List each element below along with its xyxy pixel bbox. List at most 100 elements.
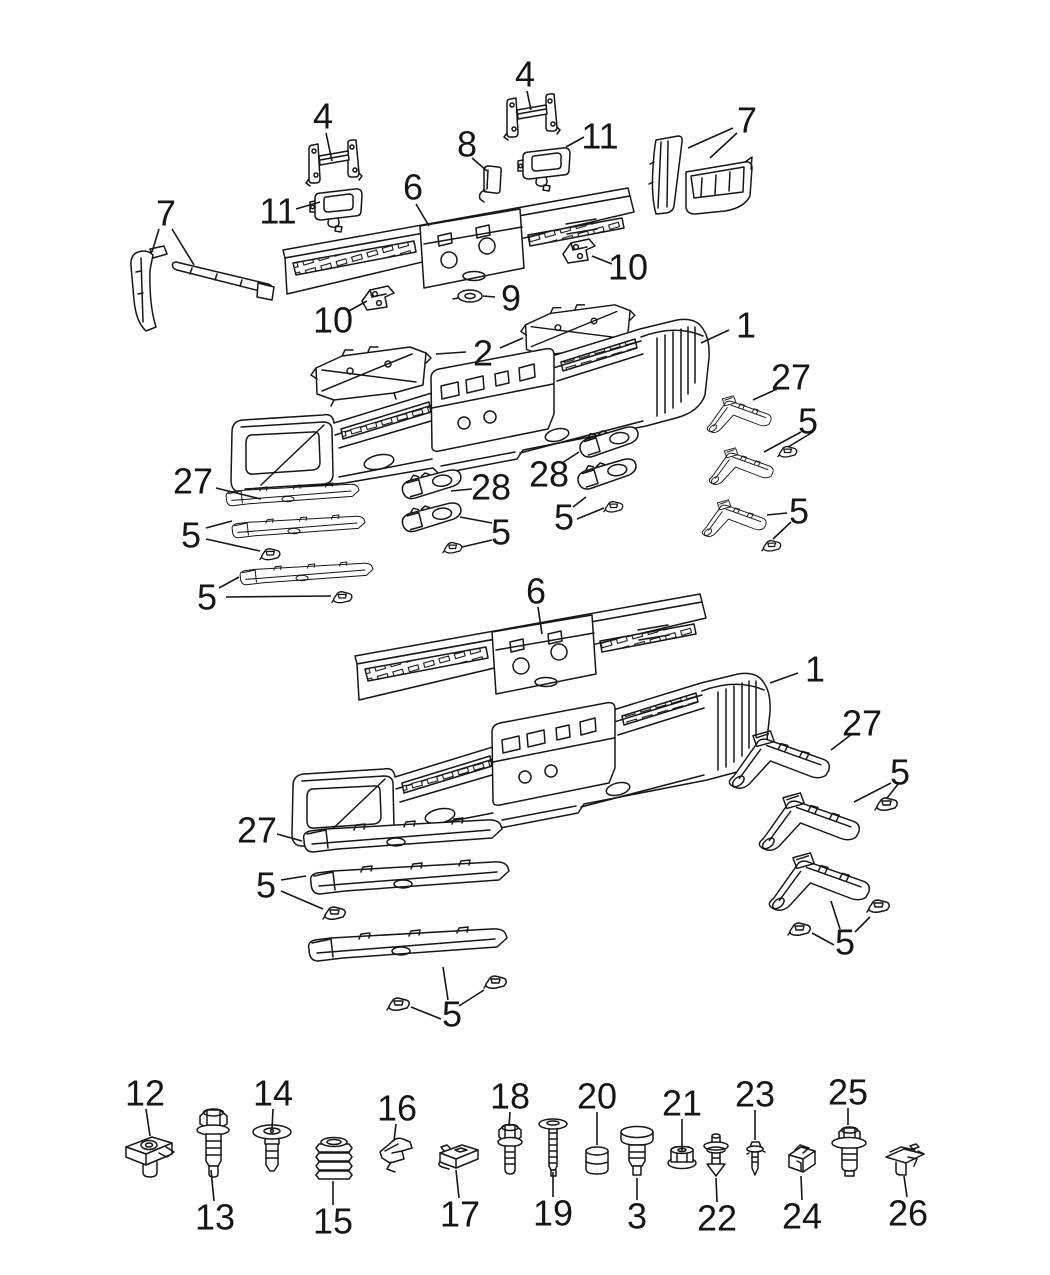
clip-5 xyxy=(442,541,463,554)
callout-label-6: 6 xyxy=(403,167,423,208)
callout-label-17: 17 xyxy=(440,1194,480,1235)
clip-5 xyxy=(483,975,507,989)
callout-leader-2 xyxy=(499,337,524,349)
rivet-14 xyxy=(252,1124,292,1172)
callout-leader-5 xyxy=(205,520,233,529)
callout-label-28: 28 xyxy=(471,467,511,508)
bezel-28-right-2 xyxy=(575,457,639,491)
molding-27-upper-right-2 xyxy=(708,447,774,486)
clip-5 xyxy=(386,997,410,1011)
callout-leader-1 xyxy=(700,329,730,344)
callout-leader-5 xyxy=(766,512,788,516)
bracket-4-left xyxy=(305,139,363,187)
callout-label-5: 5 xyxy=(197,577,217,618)
callout-leader-5 xyxy=(280,890,324,910)
callout-label-12: 12 xyxy=(125,1073,165,1114)
bolt-13 xyxy=(196,1108,230,1178)
callout-label-22: 22 xyxy=(697,1198,737,1239)
callout-leader-14 xyxy=(271,1108,274,1130)
bolt-18 xyxy=(497,1123,523,1175)
grommet-9 xyxy=(452,289,483,303)
callout-leader-27 xyxy=(215,487,262,500)
callout-leader-7 xyxy=(171,228,195,266)
clip-5 xyxy=(787,922,811,936)
callout-label-5: 5 xyxy=(256,865,276,906)
callout-label-5: 5 xyxy=(789,491,809,532)
callout-leader-5 xyxy=(811,932,835,946)
callout-label-16: 16 xyxy=(377,1088,417,1129)
callout-label-28: 28 xyxy=(529,454,569,495)
clip-5 xyxy=(866,899,890,913)
molding-27-lower-left-2 xyxy=(309,859,510,895)
callout-label-2: 2 xyxy=(473,333,493,374)
callout-label-21: 21 xyxy=(662,1083,702,1124)
callout-leader-18 xyxy=(508,1111,511,1127)
bracket-4-right xyxy=(503,93,561,141)
callout-label-25: 25 xyxy=(828,1072,868,1113)
callout-leader-5 xyxy=(442,966,449,1001)
grommet-15 xyxy=(315,1136,353,1180)
callout-leader-7 xyxy=(709,132,738,159)
callout-label-11: 11 xyxy=(259,191,296,232)
callout-label-18: 18 xyxy=(490,1076,530,1117)
callout-label-3: 3 xyxy=(627,1196,647,1237)
callout-leader-5 xyxy=(572,496,587,508)
callout-leader-5 xyxy=(830,900,841,930)
callout-leader-6 xyxy=(415,203,430,227)
molding-27-lower-left-3 xyxy=(307,926,508,962)
bezel-28-left-1 xyxy=(400,468,464,501)
callout-label-5: 5 xyxy=(491,512,511,553)
clip-5 xyxy=(322,906,346,920)
callout-leader-5 xyxy=(280,875,307,881)
callout-label-5: 5 xyxy=(798,401,818,442)
callout-leader-9 xyxy=(482,295,496,298)
callout-label-19: 19 xyxy=(533,1193,573,1234)
callout-leader-5 xyxy=(854,916,871,933)
callout-leader-22 xyxy=(715,1177,718,1203)
push-pin-22 xyxy=(703,1133,729,1177)
callout-label-27: 27 xyxy=(173,461,213,502)
callout-leader-8 xyxy=(471,157,488,172)
closeout-7-right xyxy=(648,135,753,215)
callout-label-5: 5 xyxy=(835,922,855,963)
clip-5 xyxy=(331,591,353,604)
callout-label-23: 23 xyxy=(735,1074,775,1115)
closeout-7-left xyxy=(130,245,275,332)
callout-label-14: 14 xyxy=(253,1073,293,1114)
clip-5 xyxy=(259,548,281,561)
callout-label-10: 10 xyxy=(608,247,648,288)
callout-label-27: 27 xyxy=(237,810,277,851)
callout-leader-12 xyxy=(145,1108,151,1137)
callout-label-7: 7 xyxy=(156,193,176,234)
callout-leader-13 xyxy=(210,1169,215,1202)
screw-23 xyxy=(746,1141,766,1176)
callout-label-5: 5 xyxy=(442,994,462,1035)
callout-leader-26 xyxy=(903,1175,908,1198)
nut-12 xyxy=(125,1136,175,1178)
callout-label-13: 13 xyxy=(195,1197,235,1238)
stud-19 xyxy=(538,1118,568,1177)
bolt-3 xyxy=(620,1125,654,1176)
callout-leader-5 xyxy=(205,538,261,552)
callout-leader-5 xyxy=(410,1006,442,1020)
callout-leader-4 xyxy=(325,132,333,162)
callout-leader-11 xyxy=(565,136,585,148)
callout-leader-1 xyxy=(769,672,799,684)
callout-leader-5 xyxy=(772,521,792,540)
nut-21 xyxy=(667,1145,697,1170)
callout-label-1: 1 xyxy=(805,649,825,690)
clip-5 xyxy=(603,500,624,513)
clip-5 xyxy=(761,539,782,552)
callout-label-4: 4 xyxy=(313,96,333,137)
callout-label-5: 5 xyxy=(181,515,201,556)
clip-26 xyxy=(885,1143,925,1176)
callout-label-8: 8 xyxy=(457,124,477,165)
callout-label-1: 1 xyxy=(736,305,756,346)
callout-label-15: 15 xyxy=(313,1201,353,1242)
callout-leader-5 xyxy=(787,431,814,448)
molding-27-lower-right-3 xyxy=(768,852,871,912)
molding-27-upper-left-2 xyxy=(231,514,366,539)
callout-leader-5 xyxy=(459,516,493,524)
